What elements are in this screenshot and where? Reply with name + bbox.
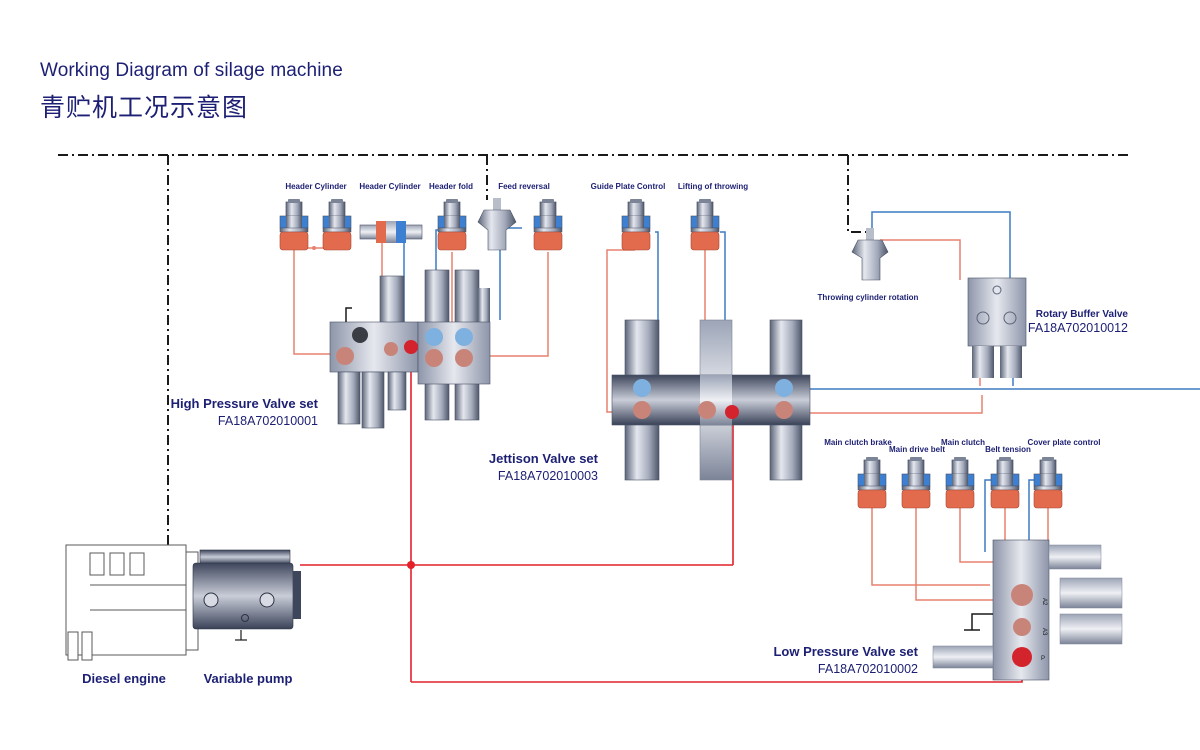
- code-jettison-valve: FA18A702010003: [498, 469, 598, 483]
- jettison-valve-block: [611, 319, 811, 481]
- title-chinese: 青贮机工况示意图: [40, 93, 249, 122]
- header-cylinder-1b: [322, 198, 352, 251]
- header-cylinder-1: [279, 198, 309, 251]
- main-drive-belt-cylinder: [901, 456, 931, 509]
- code-rotary-buffer-valve: FA18A702010012: [1028, 321, 1128, 335]
- label-diesel-engine: Diesel engine: [82, 671, 166, 686]
- port-p: P: [1041, 656, 1045, 662]
- code-high-pressure-valve: FA18A702010001: [218, 414, 318, 428]
- feed-reversal-cylinder: [533, 198, 563, 251]
- control-lines: [58, 154, 1132, 600]
- label-cover-plate-control: Cover plate control: [1028, 438, 1101, 447]
- label-main-clutch: Main clutch: [941, 438, 985, 447]
- label-lifting-of-throwing: Lifting of throwing: [678, 182, 748, 191]
- label-main-drive-belt: Main drive belt: [889, 445, 945, 454]
- rotary-buffer-valve-block: [967, 277, 1027, 378]
- header-cylinder-2: [359, 221, 423, 243]
- title-english: Working Diagram of silage machine: [40, 60, 343, 81]
- main-clutch-cylinder: [945, 456, 975, 509]
- port-a3: A3: [1041, 628, 1047, 636]
- label-throwing-cylinder-rotation: Throwing cylinder rotation: [818, 293, 919, 302]
- label-low-pressure-valve: Low Pressure Valve set: [773, 644, 918, 659]
- feed-reversal-motor: [477, 198, 517, 251]
- label-jettison-valve: Jettison Valve set: [489, 451, 599, 466]
- high-pressure-valve-block: [329, 269, 491, 429]
- cover-plate-cylinder: [1033, 456, 1063, 509]
- throwing-rotation-motor: [851, 228, 889, 281]
- label-rotary-buffer-valve: Rotary Buffer Valve: [1036, 309, 1129, 320]
- low-pressure-valve-block: [932, 539, 1123, 681]
- rotation-control-line: [847, 155, 866, 233]
- lifting-throwing-cylinder: [690, 198, 720, 251]
- label-main-clutch-brake: Main clutch brake: [824, 438, 892, 447]
- return-lines: [293, 232, 1049, 621]
- label-header-cylinder-2: Header Cylinder: [359, 182, 420, 191]
- label-header-cylinder-1: Header Cylinder: [285, 182, 346, 191]
- return-junction: [312, 246, 316, 250]
- code-low-pressure-valve: FA18A702010002: [818, 662, 918, 676]
- pressure-junction: [407, 561, 415, 569]
- label-guide-plate-control: Guide Plate Control: [591, 182, 666, 191]
- diesel-engine: [65, 544, 199, 661]
- guide-plate-cylinder: [621, 198, 651, 251]
- label-high-pressure-valve: High Pressure Valve set: [171, 396, 319, 411]
- label-header-fold: Header fold: [429, 182, 473, 191]
- label-feed-reversal: Feed reversal: [498, 182, 550, 191]
- label-belt-tension: Belt tension: [985, 445, 1031, 454]
- header-fold-cylinder: [437, 198, 467, 251]
- variable-pump: [192, 549, 301, 641]
- belt-tension-cylinder: [990, 456, 1020, 509]
- main-clutch-brake-cylinder: [857, 456, 887, 509]
- label-variable-pump: Variable pump: [204, 671, 293, 686]
- port-a2: A2: [1041, 598, 1047, 606]
